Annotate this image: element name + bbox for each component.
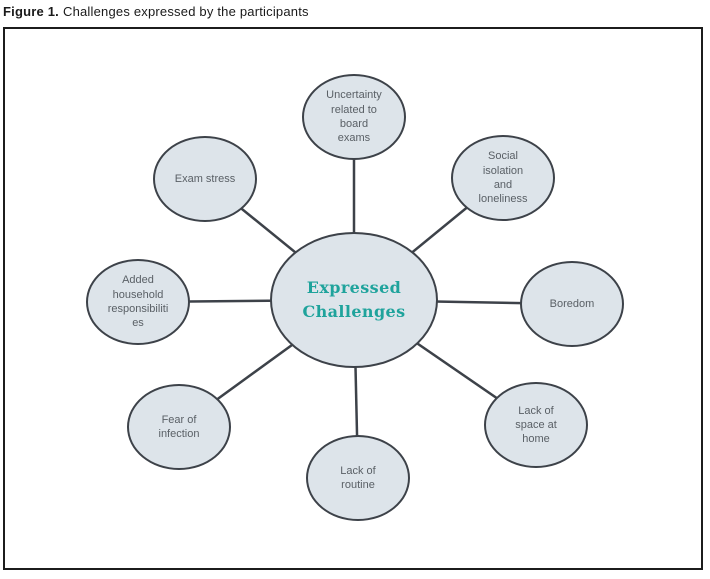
figure-caption: Figure 1.Challenges expressed by the par… [3, 4, 309, 19]
node-exam-stress: Exam stress [153, 136, 257, 222]
node-fear-of-infection: Fear of infection [127, 384, 231, 470]
node-added-household-responsibilities: Added household responsibiliti es [86, 259, 190, 345]
node-lack-of-space-at-home: Lack of space at home [484, 382, 588, 468]
figure-caption-number: Figure 1. [3, 4, 59, 19]
figure-caption-text: Challenges expressed by the participants [62, 4, 309, 19]
node-uncertainty-board-exams: Uncertainty related to board exams [302, 74, 406, 160]
node-boredom: Boredom [520, 261, 624, 347]
center-node-expressed-challenges: Expressed Challenges [270, 232, 438, 368]
node-social-isolation-loneliness: Social isolation and loneliness [451, 135, 555, 221]
node-lack-of-routine: Lack of routine [306, 435, 410, 521]
